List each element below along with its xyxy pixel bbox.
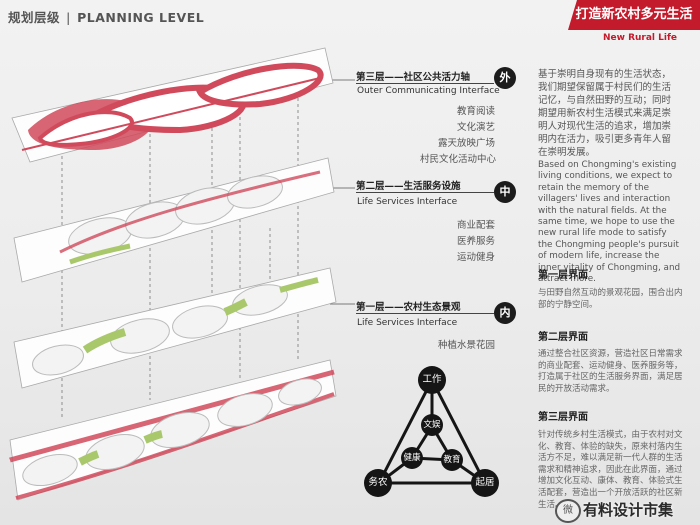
layer3-item: 教育阅读 — [456, 106, 495, 117]
layer3-rule — [356, 83, 494, 84]
layer2-items: 商业配套 医养服务 运动健身 — [420, 218, 495, 266]
node-education: 教育 — [441, 449, 463, 471]
section3-text: 针对传统乡村生活模式，由于农村对文化、教育、体验的缺失，原来村落内生活方不足，难… — [538, 430, 683, 510]
layer-composite-plan — [9, 359, 337, 501]
section1-heading: 第一层界面 — [538, 270, 588, 281]
wechat-icon: 微 — [555, 499, 581, 523]
layer-middle-plan — [13, 157, 335, 283]
layer3-items: 教育阅读 文化演艺 露天放映广场 村民文化活动中心 — [420, 104, 497, 168]
badge-inner: 内 — [494, 302, 516, 324]
watermark-text: 有料设计市集 — [583, 501, 674, 519]
header-title-cn: 规划层级 — [8, 10, 61, 25]
layer1-item: 种植水景花园 — [437, 340, 495, 351]
node-work: 工作 — [418, 366, 446, 394]
layer3-item: 文化演艺 — [456, 122, 495, 133]
intro-cn-paragraph: 基于崇明自身现有的生活状态，我们期望保留属于村民们的生活记忆，与自然田野的互动；… — [538, 69, 672, 158]
layer2-subtitle: Life Services Interface — [357, 197, 458, 207]
node-health: 健康 — [401, 447, 423, 469]
layer1-subtitle: Life Services Interface — [357, 318, 458, 328]
layer2-item: 商业配套 — [456, 220, 495, 231]
layer-inner-plan — [13, 267, 337, 389]
layer1-rule — [356, 313, 494, 314]
layer3-item: 露天放映广场 — [437, 138, 495, 149]
section1-text: 与田野自然互动的景观花园，围合出内部的宁静空间。 — [538, 288, 683, 310]
intro-en-paragraph: Based on Chongming's existing living con… — [538, 160, 681, 285]
layer-outer-plan — [11, 47, 334, 163]
layer2-rule — [356, 192, 494, 193]
badge-middle: 中 — [494, 181, 516, 203]
layer3-title: 第三层——社区公共活力轴 — [356, 72, 471, 83]
layer1-title: 第一层——农村生态景观 — [356, 302, 461, 313]
section3-heading: 第三层界面 — [538, 412, 588, 423]
badge-outer: 外 — [494, 67, 516, 89]
section2-text: 通过整合社区资源，营造社区日常需求的商业配套、运动健身、医养服务等，打造属于社区… — [538, 349, 683, 394]
banner-subtitle: New Rural Life — [603, 33, 677, 43]
layer2-title: 第二层——生活服务设施 — [356, 181, 461, 192]
title-banner: 打造新农村多元生活 — [568, 0, 700, 30]
layer2-item: 医养服务 — [456, 236, 495, 247]
node-living: 起居 — [471, 469, 499, 497]
header-separator: | — [66, 10, 72, 25]
layer3-subtitle: Outer Communicating Interface — [357, 86, 500, 96]
node-farming: 务农 — [364, 469, 392, 497]
header-title-en: PLANNING LEVEL — [77, 10, 205, 25]
layer3-item: 村民文化活动中心 — [420, 154, 497, 165]
layer2-item: 运动健身 — [456, 252, 495, 263]
node-entertainment: 文娱 — [421, 414, 443, 436]
layer1-items: 种植水景花园 — [420, 338, 495, 354]
page-header: 规划层级 | PLANNING LEVEL — [8, 7, 204, 26]
section2-heading: 第二层界面 — [538, 332, 588, 343]
